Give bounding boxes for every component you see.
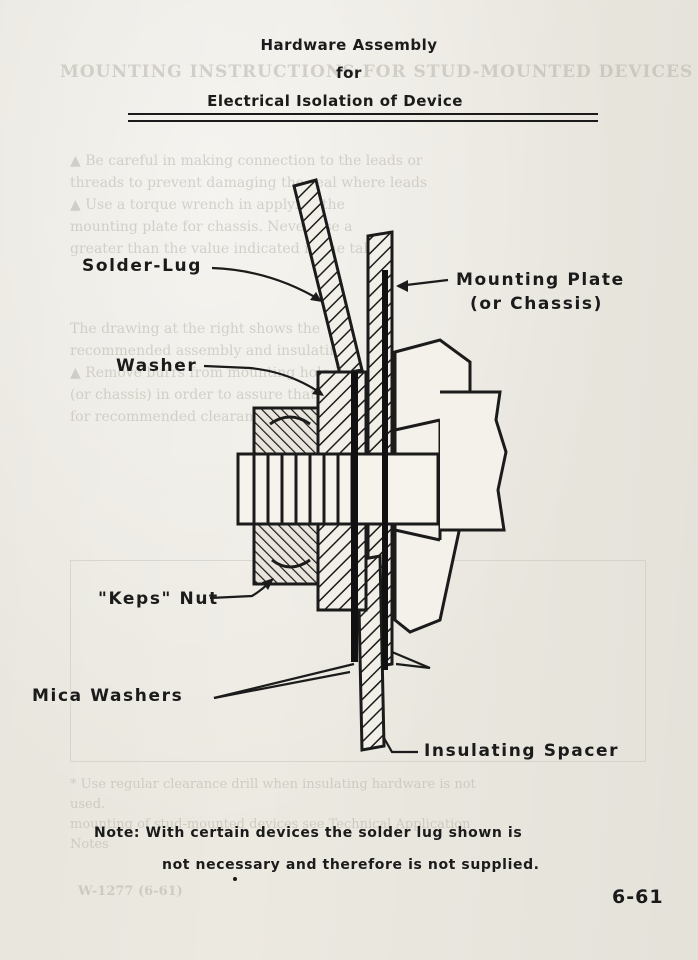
label-washer: Washer <box>116 356 198 376</box>
title-electrical-isolation: Electrical Isolation of Device <box>207 92 463 110</box>
mica-washer-2 <box>382 270 388 670</box>
label-keps-nut: "Keps" Nut <box>98 589 219 609</box>
header-rule-1 <box>128 113 598 115</box>
header-rule-2 <box>128 120 598 122</box>
title-hardware-assembly: Hardware Assembly <box>260 36 438 54</box>
label-mica-washers: Mica Washers <box>32 686 184 706</box>
mica-washer-1 <box>351 372 358 662</box>
label-insulating-spacer: Insulating Spacer <box>424 741 620 761</box>
bleed-through-text-2: The drawing at the right shows the recom… <box>70 321 421 425</box>
bleed-through-code: W-1277 (6-61) <box>78 884 183 899</box>
dot-mark <box>233 877 237 881</box>
label-solder-lug: Solder-Lug <box>82 256 202 276</box>
label-mounting-plate: Mounting Plate <box>456 270 625 290</box>
bleed-through-heading: MOUNTING INSTRUCTIONS FOR STUD-MOUNTED D… <box>60 62 694 82</box>
arrowheads <box>262 280 408 590</box>
note-line-1: Note: With certain devices the solder lu… <box>94 825 523 841</box>
bleed-through-footer: * Use regular clearance drill when insul… <box>70 777 476 852</box>
bleed-through-text: ▲ Be careful in making connection to the… <box>70 153 428 257</box>
label-or-chassis: (or Chassis) <box>470 294 603 314</box>
threaded-stud-shape <box>236 452 440 526</box>
page-number: 6-61 <box>612 886 664 908</box>
note-line-2: not necessary and therefore is not suppl… <box>162 857 540 873</box>
title-for: for <box>336 64 362 82</box>
leader-lines <box>203 266 449 754</box>
solder-lug-shape <box>292 178 364 376</box>
